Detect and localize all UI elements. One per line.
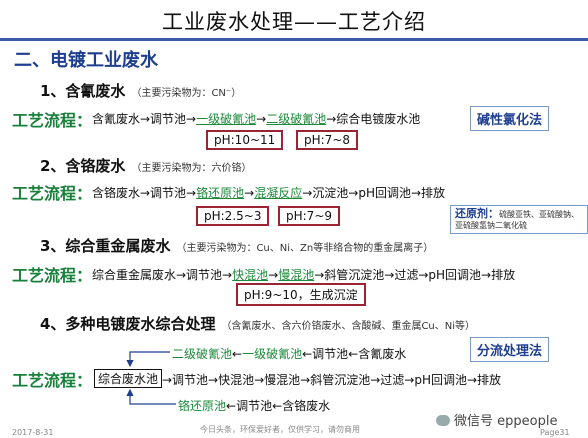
s2-flow-d: 混凝反应: [254, 186, 303, 200]
s1-method-badge: 碱性氯化法: [470, 106, 550, 131]
s2-flow-c: →: [244, 186, 255, 200]
s3-heading-text: 3、综合重金属废水: [40, 237, 171, 255]
s4-heading-text: 4、多种电镀废水综合处理: [40, 315, 216, 333]
s4-top-d: ←调节池←含氰废水: [302, 347, 407, 361]
s3-flow-c: →: [268, 268, 279, 282]
s2-reductant-note: 还原剂：硫酸亚铁、亚硫酸钠、亚硫酸氢钠二氧化硫: [450, 205, 588, 234]
s3-flow-e: →斜管沉淀池→过滤→pH回调池→排放: [314, 268, 516, 282]
s4-bottom-a: 铬还原池: [178, 399, 227, 413]
s2-note: （主要污染物为：六价铬）: [131, 163, 252, 174]
s2-reductant-body: 硫酸亚铁、亚硫酸钠、亚硫酸氢钠二氧化硫: [455, 210, 579, 230]
s4-top-connector: [126, 351, 170, 368]
s4-top-a: 二级破氰池: [172, 347, 233, 361]
s2-ph-box-1: pH:2.5~3: [196, 206, 270, 226]
s1-flow-e: →综合电镀废水池: [326, 112, 421, 126]
s1-heading: 1、含氰废水 （主要污染物为：CN⁻）: [40, 80, 241, 101]
s4-method-badge: 分流处理法: [470, 337, 550, 362]
s3-flow-label: 工艺流程：: [12, 266, 93, 285]
page-title: 工业废水处理——工艺介绍: [162, 10, 426, 34]
s1-note: （主要污染物为：CN⁻）: [131, 88, 242, 99]
s3-ph-box: pH:9~10，生成沉淀: [236, 283, 366, 306]
s4-note: （含氰废水、含六价铬废水、含酸碱、重金属Cu、Ni等）: [221, 321, 476, 332]
s3-heading: 3、综合重金属废水 （主要污染物为：Cu、Ni、Zn等非络合物的重金属离子）: [40, 235, 433, 256]
s4-top-b: ←: [232, 347, 243, 361]
s4-bottom-b: ←调节池←含铬废水: [226, 399, 331, 413]
s1-flow-c: →: [256, 112, 267, 126]
watermark-text: 微信号 eppeople: [454, 414, 558, 429]
s2-heading-text: 2、含铬废水: [40, 157, 126, 175]
s2-flow-a: 含铬废水→调节池→: [92, 186, 197, 200]
s4-top-line: 二级破氰池←一级破氰池←调节池←含氰废水: [172, 345, 406, 362]
watermark: 微信号 eppeople: [436, 410, 557, 429]
wechat-icon: [436, 415, 450, 426]
s4-mix-box: 综合废水池: [94, 369, 163, 388]
s3-note: （主要污染物为：Cu、Ni、Zn等非络合物的重金属离子）: [176, 243, 434, 254]
s2-ph-box-2: pH:7~9: [278, 206, 341, 226]
s4-top-c: 一级破氰池: [242, 347, 303, 361]
s1-flow-label: 工艺流程：: [12, 111, 93, 130]
s2-flow-label: 工艺流程：: [12, 184, 93, 203]
s3-flow-d: 慢混池: [278, 268, 315, 282]
footer-date: 2017-8-31: [12, 428, 54, 437]
s1-flow-b: 一级破氰池: [196, 112, 257, 126]
s1-flow-d: 二级破氰池: [266, 112, 327, 126]
s4-bottom-line: 铬还原池←调节池←含铬废水: [178, 397, 330, 414]
footer-page: Page31: [540, 428, 570, 437]
s4-bottom-connector: [126, 388, 176, 405]
s2-heading: 2、含铬废水 （主要污染物为：六价铬）: [40, 155, 251, 176]
title-divider: [0, 38, 588, 41]
footer-center: 今日头条，环保爱好者，仅供学习，请勿商用: [200, 425, 360, 434]
s3-flow-b: 快混池: [232, 268, 269, 282]
s1-ph-box-1: pH:10~11: [206, 130, 284, 150]
s1-flow-a: 含氰废水→调节池→: [92, 112, 197, 126]
s2-flow: 含铬废水→调节池→铬还原池→混凝反应→沉淀池→pH回调池→排放: [92, 184, 445, 201]
s4-heading: 4、多种电镀废水综合处理 （含氰废水、含六价铬废水、含酸碱、重金属Cu、Ni等）: [40, 313, 475, 334]
section-heading: 二、电镀工业废水: [14, 50, 158, 71]
s3-flow-a: 综合重金属废水→调节池→: [92, 268, 233, 282]
s2-flow-b: 铬还原池: [196, 186, 245, 200]
s1-ph-box-2: pH:7~8: [296, 130, 359, 150]
s1-heading-text: 1、含氰废水: [40, 82, 126, 100]
s4-flow-label: 工艺流程：: [12, 371, 93, 390]
s3-flow: 综合重金属废水→调节池→快混池→慢混池→斜管沉淀池→过滤→pH回调池→排放: [92, 266, 515, 283]
s2-reductant-title: 还原剂：: [455, 207, 499, 220]
s2-flow-e: →沉淀池→pH回调池→排放: [302, 186, 446, 200]
s4-main-line: →调节池→快混池→慢混池→斜管沉淀池→过滤→pH回调池→排放: [162, 373, 502, 387]
s1-flow: 含氰废水→调节池→一级破氰池→二级破氰池→综合电镀废水池: [92, 110, 420, 127]
